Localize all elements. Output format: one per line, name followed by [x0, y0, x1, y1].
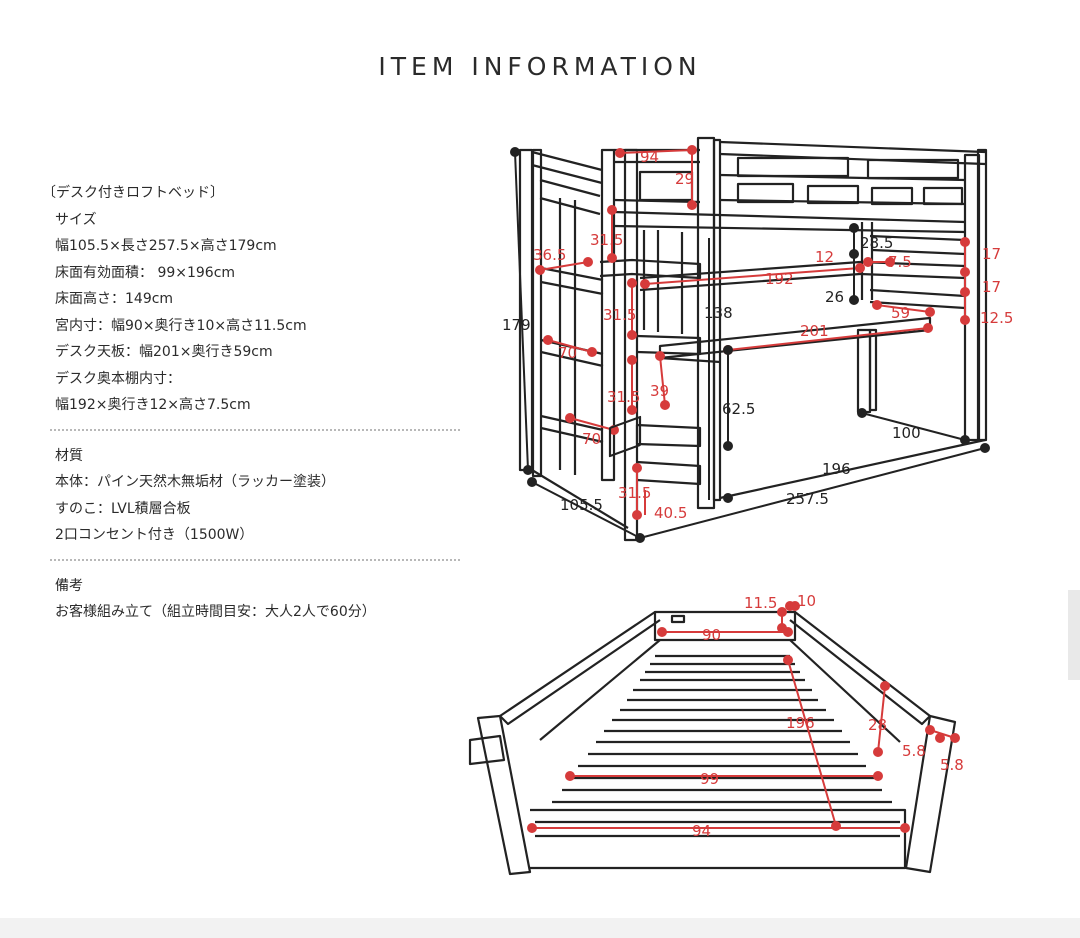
size-line: 宮内寸：幅90×奥行き10×高さ11.5cm [55, 317, 307, 334]
dim-label: 201 [800, 322, 829, 340]
dim-label: 70 [558, 344, 577, 362]
dim-label: 196 [822, 460, 851, 478]
material-heading: 材質 [55, 447, 83, 464]
size-line: 幅105.5×長さ257.5×高さ179cm [55, 238, 277, 254]
dim-label: 12.5 [980, 309, 1013, 327]
dim-label: 12 [815, 248, 834, 266]
dim-label: 5.8 [902, 742, 926, 760]
bed-frame-diagram [468, 415, 957, 876]
dim-label: 192 [765, 270, 794, 288]
loft-bed-frame [518, 136, 988, 542]
size-line: デスク奥本棚内寸： [55, 370, 181, 387]
material-line: 本体：パイン天然木無垢材（ラッカー塗装） [55, 474, 335, 490]
material-line: すのこ：LVL積層合板 [55, 500, 191, 517]
dim-label: 94 [692, 822, 711, 840]
page-edge-tab [1068, 590, 1080, 680]
dim-label: 28 [868, 716, 887, 734]
bed-dimension-lines [527, 601, 960, 833]
dim-label: 257.5 [786, 490, 829, 508]
product-name: 〔デスク付きロフトベッド〕 [42, 185, 224, 201]
dim-label: 29 [675, 170, 694, 188]
dim-label: 40.5 [654, 504, 687, 522]
size-line: 床面有効面積： 99×196cm [55, 264, 236, 281]
dim-label: 90 [702, 626, 721, 644]
dim-label: 28.5 [860, 234, 893, 252]
dim-label: 39 [650, 382, 669, 400]
dim-label: 31.5 [618, 484, 651, 502]
size-line: 幅192×奥行き12×高さ7.5cm [55, 397, 251, 413]
dim-label: 94 [640, 148, 659, 166]
notes-heading: 備考 [55, 577, 83, 594]
divider [50, 558, 460, 561]
dim-label: 70 [582, 430, 601, 448]
divider [50, 428, 460, 431]
dim-label: 99 [700, 770, 719, 788]
dim-label: 36.5 [533, 246, 566, 264]
dim-label: 7.5 [888, 253, 912, 271]
size-line: 床面高さ：149cm [55, 291, 174, 307]
dim-label: 31.5 [590, 231, 623, 249]
size-line: デスク天板：幅201×奥行き59cm [55, 344, 273, 360]
dim-label: 10 [797, 592, 816, 610]
dim-label: 31.5 [603, 306, 636, 324]
dim-label: 11.5 [744, 594, 777, 612]
dim-label: 5.8 [940, 756, 964, 774]
size-heading: サイズ [55, 211, 97, 228]
material-line: 2口コンセント付き（1500W） [55, 527, 254, 543]
dim-label: 179 [502, 316, 531, 334]
dim-label: 17 [982, 245, 1001, 263]
product-info: 〔デスク付きロフトベッド〕 サイズ 幅105.5×長さ257.5×高さ179cm… [42, 180, 462, 626]
dim-label: 196 [786, 714, 815, 732]
dim-label: 17 [982, 278, 1001, 296]
notes-line: お客様組み立て（組立時間目安：大人2人で60分） [55, 604, 376, 620]
dim-label: 26 [825, 288, 844, 306]
dim-label: 31.5 [607, 388, 640, 406]
dim-label: 105.5 [560, 496, 603, 514]
dim-label: 59 [891, 304, 910, 322]
page-title: ITEM INFORMATION [378, 52, 702, 81]
dim-label: 100 [892, 424, 921, 442]
dim-label: 62.5 [722, 400, 755, 418]
black-dimension-lines [510, 147, 990, 543]
bottom-band [0, 918, 1080, 938]
dimension-lines [535, 145, 970, 520]
dim-label: 138 [704, 304, 733, 322]
